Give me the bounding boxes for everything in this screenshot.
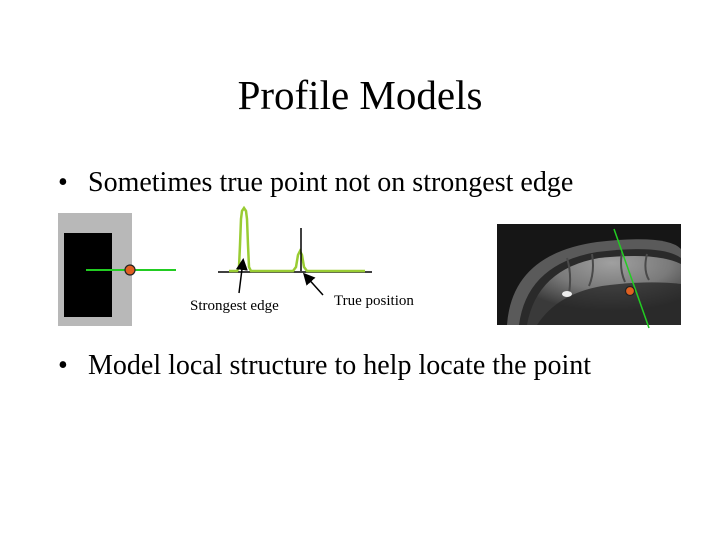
mri-lower-structure [537, 282, 681, 325]
profile-plot [218, 205, 372, 273]
mri-sulci [566, 251, 650, 295]
slide-title: Profile Models [237, 72, 483, 118]
synthetic-edge-image [58, 213, 176, 326]
bullet-marker: • [58, 167, 68, 198]
mri-bright-spot [562, 291, 572, 297]
mri-brain-image [497, 224, 681, 329]
image-black-region [64, 233, 112, 317]
caption-true-position: True position [334, 293, 414, 309]
strongest-edge-arrow [235, 258, 248, 294]
true-position-arrow [302, 272, 324, 296]
bullet-text: Model local structure to help locate the… [88, 350, 592, 381]
bullet-marker: • [58, 350, 68, 381]
bullet-text: Sometimes true point not on strongest ed… [88, 167, 574, 198]
landmark-point [124, 264, 136, 276]
caption-strongest-edge: Strongest edge [190, 298, 279, 314]
profile-search-line [613, 228, 650, 329]
landmark-point [624, 285, 636, 297]
caption-arrows [235, 258, 324, 296]
